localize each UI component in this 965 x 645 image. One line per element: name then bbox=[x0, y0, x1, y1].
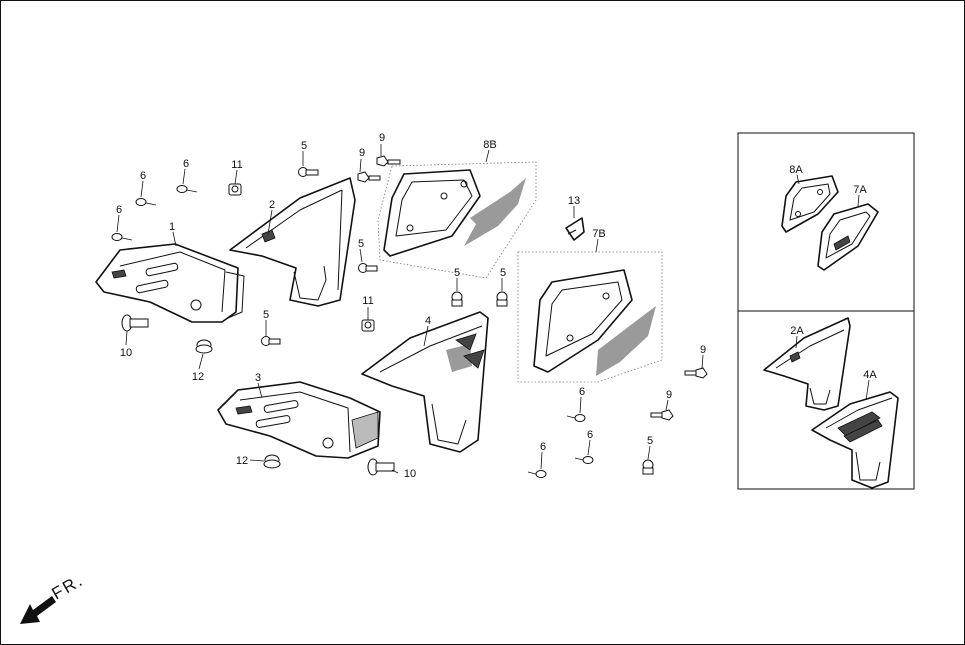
callout-6-a: 6 bbox=[140, 170, 146, 182]
part-7A-panel bbox=[817, 203, 879, 271]
callout-5-f: 5 bbox=[647, 435, 653, 447]
inset-box-top bbox=[737, 132, 915, 312]
bolt-5-f bbox=[642, 459, 654, 475]
part-2A-cover bbox=[763, 317, 851, 411]
callout-12-b: 12 bbox=[236, 455, 248, 467]
bolt-5-b bbox=[358, 263, 378, 273]
part-7B-panel-group bbox=[517, 251, 663, 383]
callout-3: 3 bbox=[255, 372, 261, 384]
bolt-5-e bbox=[496, 291, 508, 307]
callout-5-c: 5 bbox=[263, 309, 269, 321]
bolt-5-a bbox=[298, 167, 319, 177]
bolt-9-d bbox=[650, 409, 674, 421]
callout-4A: 4A bbox=[863, 369, 877, 381]
callout-8B: 8B bbox=[483, 139, 496, 151]
callout-1: 1 bbox=[169, 221, 175, 233]
callout-9-c: 9 bbox=[700, 344, 706, 356]
bolt-9-a bbox=[376, 155, 401, 167]
callout-7B: 7B bbox=[592, 228, 605, 240]
callout-11-a: 11 bbox=[231, 159, 242, 171]
part-4A-cowl bbox=[811, 391, 899, 489]
screw-6-b bbox=[176, 185, 198, 193]
part-13-clip bbox=[565, 217, 585, 241]
callout-8A: 8A bbox=[789, 164, 803, 176]
inset-box-bottom bbox=[737, 310, 915, 490]
callout-13: 13 bbox=[568, 195, 580, 207]
part-8A-panel bbox=[781, 175, 839, 233]
callout-11-b: 11 bbox=[362, 295, 373, 307]
screw-6-f bbox=[574, 456, 594, 464]
part-1-side-cover bbox=[95, 243, 245, 323]
callout-9-b: 9 bbox=[359, 147, 365, 159]
callout-6-d: 6 bbox=[579, 386, 585, 398]
callout-4: 4 bbox=[425, 315, 431, 327]
callout-6-b: 6 bbox=[183, 158, 189, 170]
part-2-upper-cover bbox=[229, 177, 356, 307]
callout-6-f: 6 bbox=[587, 429, 593, 441]
part-4-front-cowl bbox=[361, 311, 489, 453]
screw-6-c bbox=[111, 233, 133, 241]
rivet-10-a bbox=[121, 314, 149, 332]
part-8B-panel-group bbox=[377, 161, 537, 279]
callout-5-e: 5 bbox=[500, 267, 506, 279]
nut-11-a bbox=[228, 183, 242, 196]
leader-lines bbox=[116, 144, 870, 474]
callout-9-a: 9 bbox=[379, 132, 385, 144]
callout-10-a: 10 bbox=[120, 347, 132, 359]
bolt-5-c bbox=[261, 336, 281, 346]
grommet-12-b bbox=[263, 454, 281, 469]
arrow-icon bbox=[20, 596, 56, 624]
callout-7A: 7A bbox=[853, 184, 867, 196]
callout-5-a: 5 bbox=[301, 140, 307, 152]
screw-6-d bbox=[566, 414, 586, 422]
nut-11-b bbox=[361, 319, 375, 332]
part-3-lower-cover bbox=[217, 381, 381, 459]
front-label: FR. bbox=[49, 570, 87, 603]
front-direction-arrow: FR. bbox=[20, 570, 87, 624]
callout-5-d: 5 bbox=[454, 267, 460, 279]
grommet-12-a bbox=[195, 339, 213, 354]
callout-5-b: 5 bbox=[358, 238, 364, 250]
callout-12-a: 12 bbox=[192, 371, 204, 383]
callout-10-b: 10 bbox=[404, 468, 416, 480]
bolt-5-d bbox=[451, 291, 463, 307]
callout-6-e: 6 bbox=[540, 441, 546, 453]
bolt-9-c bbox=[684, 367, 708, 379]
bolt-9-b bbox=[357, 171, 381, 183]
callout-6-c: 6 bbox=[116, 204, 122, 216]
callout-2: 2 bbox=[269, 199, 275, 211]
callout-2A: 2A bbox=[790, 325, 804, 337]
screw-6-a bbox=[135, 198, 157, 206]
screw-6-e bbox=[527, 470, 547, 478]
callout-9-d: 9 bbox=[666, 389, 672, 401]
rivet-10-b bbox=[367, 458, 395, 476]
